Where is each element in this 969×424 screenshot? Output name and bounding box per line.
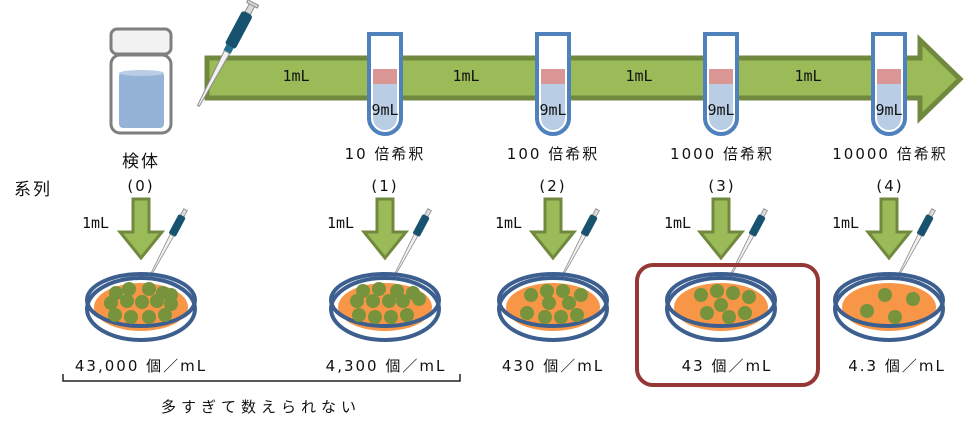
colony-dot — [122, 282, 136, 296]
series-index: (4) — [876, 177, 904, 195]
tube-volume-label: 9mL — [371, 101, 399, 119]
transfer-volume-label: 1mL — [625, 67, 653, 85]
plate-volume-label: 1mL — [327, 214, 355, 232]
colony-dot — [538, 310, 552, 324]
petri-dish-icon — [833, 272, 945, 342]
colony-dot — [860, 304, 874, 318]
test-tube-icon — [535, 32, 571, 136]
colony-dot — [714, 298, 728, 312]
colony-dot — [554, 310, 568, 324]
colony-dot — [556, 284, 570, 298]
colony-count-result: 430 個／mL — [501, 357, 605, 375]
plate-volume-label: 1mL — [82, 214, 110, 232]
plate-volume-label: 1mL — [495, 214, 523, 232]
colony-dot — [700, 306, 714, 320]
too-many-note: 多すぎて数えられない — [160, 398, 362, 416]
specimen-bottle-icon — [109, 27, 173, 135]
tube-volume-label: 9mL — [539, 101, 567, 119]
test-tube-icon — [871, 32, 907, 136]
colony-dot — [108, 308, 122, 322]
down-arrow-icon — [360, 197, 410, 261]
colony-count-result: 43 個／mL — [681, 357, 773, 375]
too-many-bracket — [62, 374, 461, 382]
colony-dot — [352, 308, 366, 322]
dilution-label: 10 倍希釈 — [344, 145, 426, 163]
colony-dot — [150, 294, 164, 308]
colony-dot — [520, 306, 534, 320]
highlight-box — [635, 263, 820, 387]
down-arrow-icon — [696, 197, 746, 261]
colony-dot — [710, 284, 724, 298]
series-index: (2) — [539, 177, 567, 195]
colony-dot — [396, 294, 410, 308]
dilution-label: 1000 倍希釈 — [670, 145, 774, 163]
petri-dish-icon — [329, 272, 441, 342]
colony-dot — [120, 294, 134, 308]
colony-dot — [878, 288, 892, 302]
transfer-volume-label: 1mL — [794, 67, 822, 85]
colony-dot — [350, 294, 364, 308]
petri-dish-icon — [665, 272, 777, 342]
pipette-icon — [196, 0, 260, 108]
colony-dot — [722, 310, 736, 324]
pipette-icon — [897, 208, 936, 276]
colony-dot — [542, 296, 556, 310]
colony-dot — [135, 295, 149, 309]
petri-dish-icon — [85, 272, 197, 342]
colony-dot — [570, 308, 584, 322]
colony-dot — [372, 282, 386, 296]
specimen-label: 検体 — [122, 152, 160, 172]
colony-dot — [400, 308, 414, 322]
colony-dot — [142, 282, 156, 296]
test-tube-icon — [703, 32, 739, 136]
colony-dot — [524, 288, 538, 302]
colony-dot — [574, 288, 588, 302]
plate-volume-label: 1mL — [664, 214, 692, 232]
series-index: (0) — [127, 177, 155, 195]
colony-count-result: 4.3 個／mL — [848, 357, 946, 375]
colony-dot — [104, 296, 118, 310]
series-index: (1) — [371, 177, 399, 195]
colony-dot — [562, 296, 576, 310]
colony-dot — [382, 294, 396, 308]
plate-volume-label: 1mL — [832, 214, 860, 232]
colony-dot — [738, 306, 752, 320]
colony-count-result: 43,000 個／mL — [74, 357, 208, 375]
colony-dot — [694, 288, 708, 302]
transfer-volume-label: 1mL — [452, 67, 480, 85]
colony-dot — [888, 310, 902, 324]
transfer-volume-label: 1mL — [282, 67, 310, 85]
series-label: 系列 — [14, 180, 52, 200]
colony-dot — [124, 310, 138, 324]
pipette-icon — [149, 208, 188, 276]
colony-dot — [906, 292, 920, 306]
dilution-label: 100 倍希釈 — [506, 145, 600, 163]
colony-dot — [164, 288, 178, 302]
colony-dot — [366, 294, 380, 308]
colony-count-result: 4,300 個／mL — [325, 357, 447, 375]
down-arrow-icon — [864, 197, 914, 261]
tube-volume-label: 9mL — [707, 101, 735, 119]
dilution-label: 10000 倍希釈 — [832, 145, 948, 163]
down-arrow-icon — [528, 197, 578, 261]
colony-dot — [726, 286, 740, 300]
colony-dot — [158, 308, 172, 322]
colony-dot — [412, 292, 426, 306]
petri-dish-icon — [497, 272, 609, 342]
colony-dot — [742, 290, 756, 304]
colony-dot — [368, 310, 382, 324]
test-tube-icon — [367, 32, 403, 136]
colony-dot — [540, 284, 554, 298]
colony-dot — [142, 310, 156, 324]
tube-volume-label: 9mL — [875, 101, 903, 119]
down-arrow-icon — [116, 197, 166, 261]
series-index: (3) — [708, 177, 736, 195]
dilution-flow-arrow — [204, 34, 964, 124]
colony-dot — [384, 310, 398, 324]
